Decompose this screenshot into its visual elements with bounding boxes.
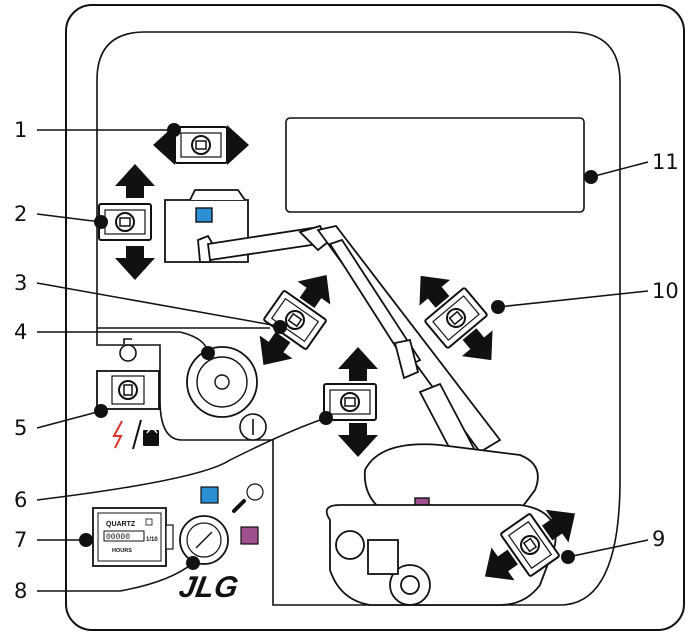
callout-7: 7 — [14, 528, 27, 552]
callout-dots — [79, 123, 598, 570]
callout-8: 8 — [14, 579, 27, 603]
boom-lift-illustration — [164, 189, 557, 606]
hour-meter-digits: 00000 — [106, 533, 130, 542]
callout-9: 9 — [652, 527, 665, 551]
toggle-switch-5[interactable] — [96, 370, 160, 410]
callout-11: 11 — [652, 150, 679, 174]
white-indicator — [246, 483, 264, 501]
selector-mark — [232, 499, 246, 513]
callout-2: 2 — [14, 202, 27, 226]
callout-4: 4 — [14, 320, 27, 344]
callout-6: 6 — [14, 488, 27, 512]
magenta-indicator — [240, 526, 259, 545]
platform-indicator-blue — [195, 207, 213, 223]
emergency-stop-button[interactable] — [186, 346, 258, 418]
power-and-lock-icon — [112, 419, 159, 450]
callout-5: 5 — [14, 416, 27, 440]
hour-meter-brand: QUARTZ — [106, 521, 136, 528]
display-window — [285, 117, 585, 213]
hour-meter: QUARTZ 00000 1/10 HOURS — [92, 507, 174, 567]
callout-1: 1 — [14, 118, 27, 142]
key-icon — [119, 338, 137, 362]
power-on-indicator — [239, 413, 267, 441]
callout-10: 10 — [652, 279, 679, 303]
hour-meter-fraction: 1/10 — [146, 537, 158, 543]
callout-3: 3 — [14, 271, 27, 295]
blue-indicator — [200, 486, 219, 504]
jlg-logo: JLG — [177, 571, 241, 604]
key-switch[interactable] — [179, 515, 229, 565]
hour-meter-unit: HOURS — [112, 548, 132, 554]
